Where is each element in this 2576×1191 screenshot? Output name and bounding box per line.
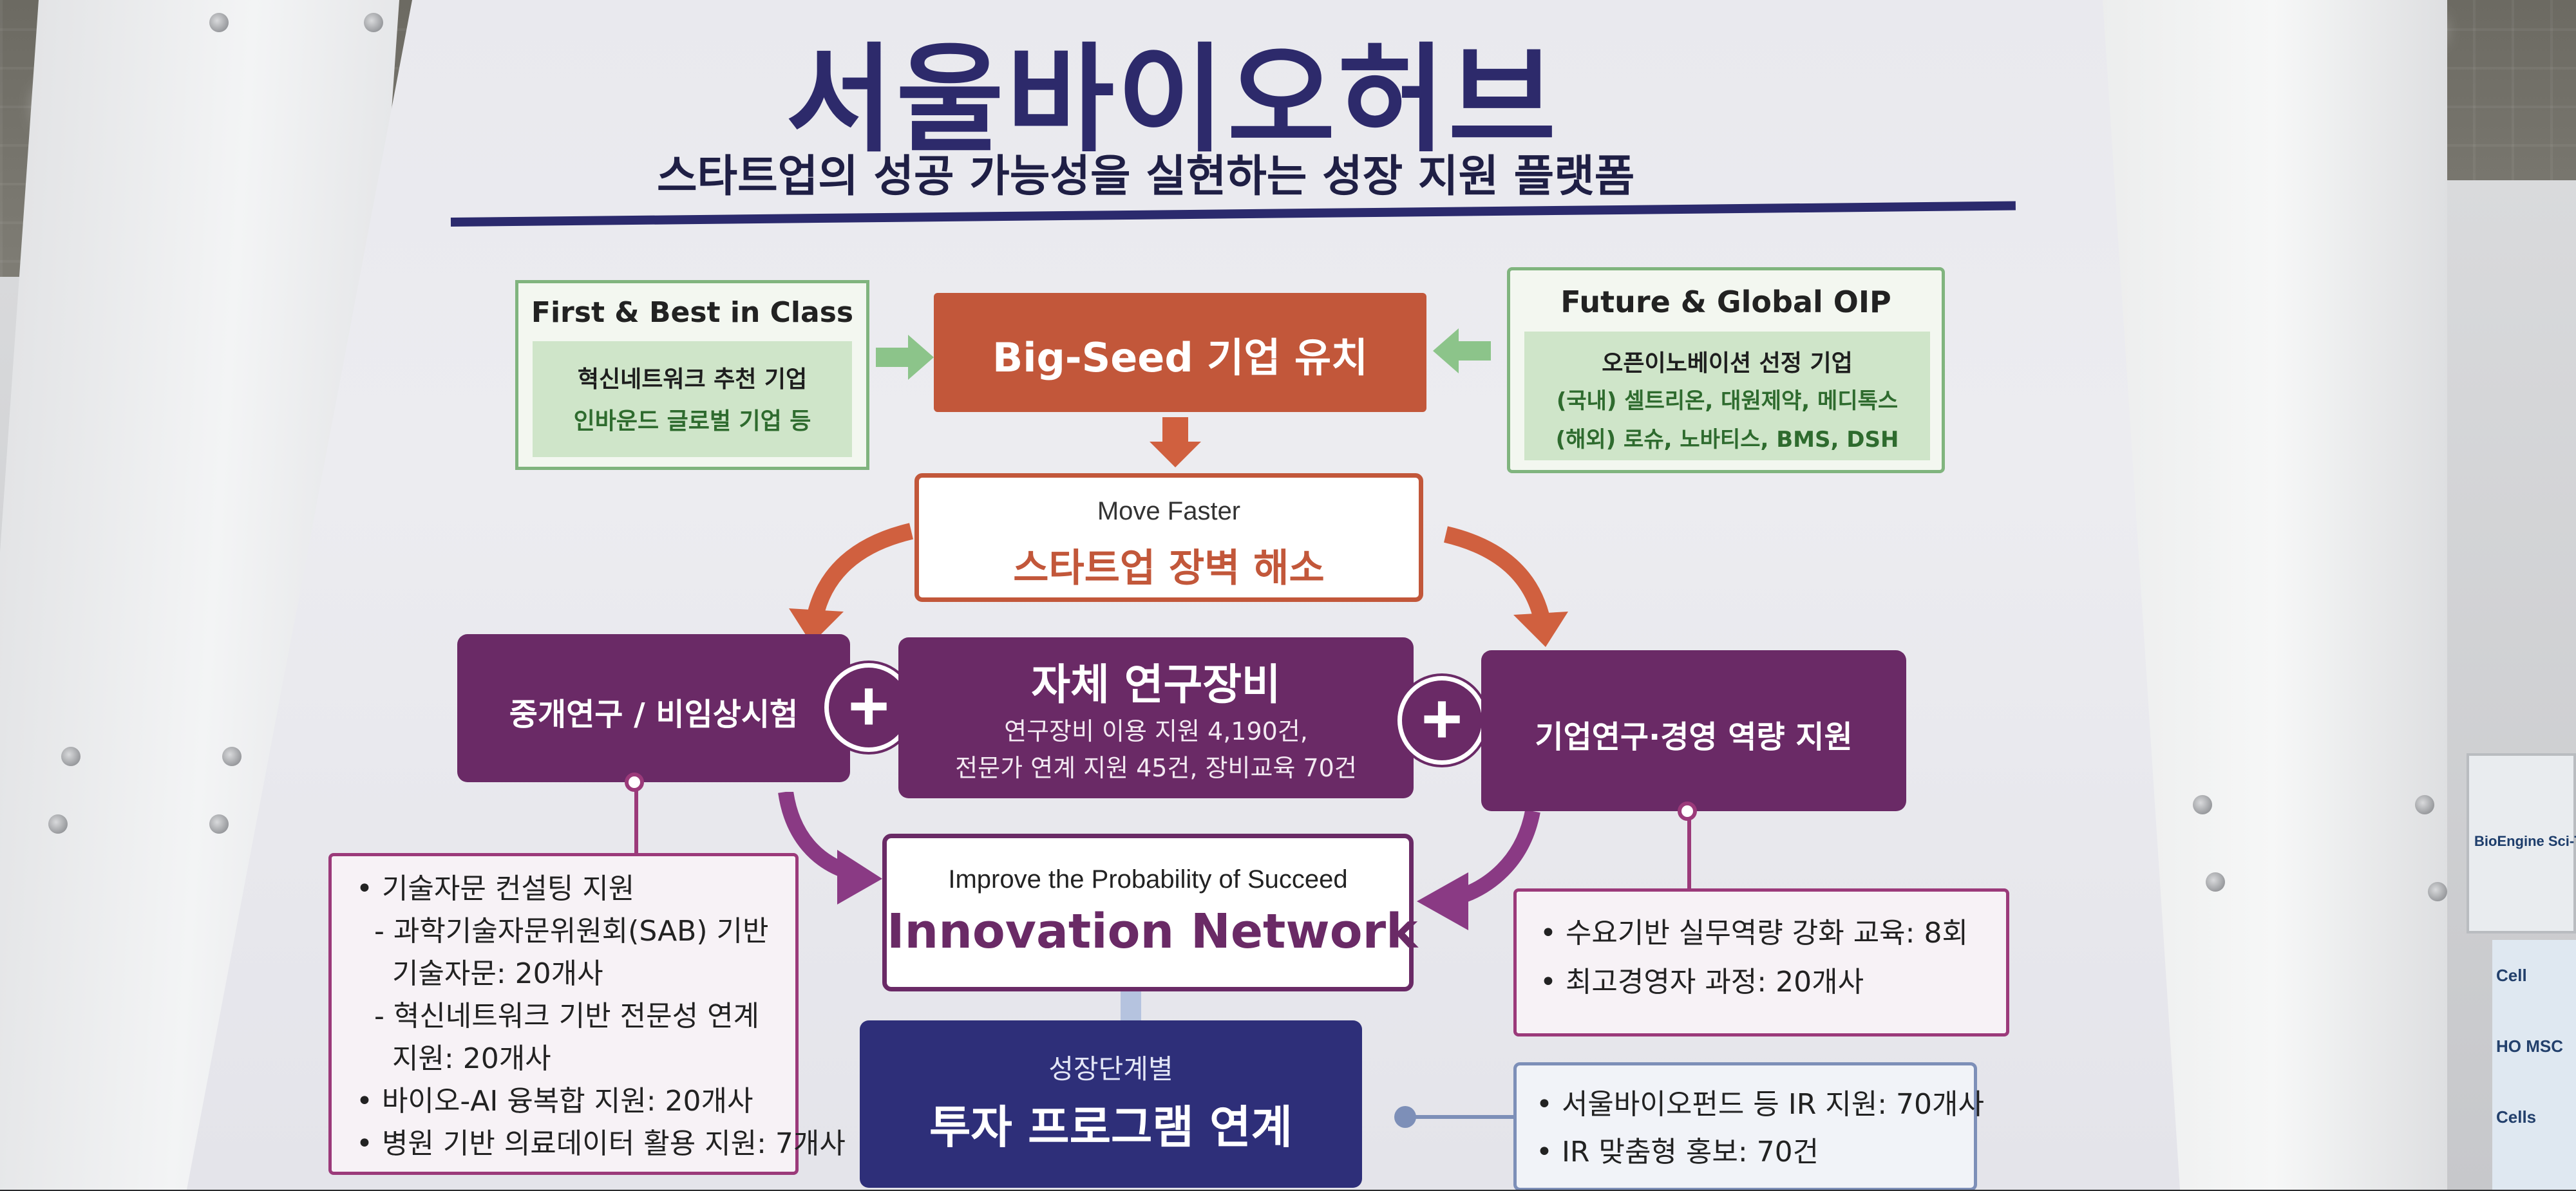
- research-label: 중개연구 / 비임상시험: [509, 697, 799, 733]
- bolt-icon: [2415, 795, 2434, 814]
- source-line: 오픈이노베이션 선정 기업: [1602, 350, 1853, 377]
- source-fill: 혁신네트워크 추천 기업 인바운드 글로벌 기업 등: [533, 341, 852, 457]
- innovation-title: Innovation Network: [887, 904, 1418, 959]
- poster-text: Cells: [2496, 1107, 2537, 1127]
- investment-detail: • 서울바이오펀드 등 IR 지원: 70개사: [1536, 1088, 1985, 1121]
- business-details-box: • 수요기반 실무역량 강화 교육: 8회 • 최고경영자 과정: 20개사: [1513, 888, 2009, 1036]
- plus-icon: +: [1397, 676, 1486, 765]
- poster-text: HO MSC: [2496, 1036, 2563, 1056]
- move-faster-box: Move Faster 스타트업 장벽 해소: [914, 473, 1423, 602]
- bolt-icon: [209, 13, 229, 32]
- poster-text: Cell: [2496, 966, 2527, 985]
- bolt-icon: [222, 747, 242, 766]
- research-detail: • 기술자문 컨설팅 지원: [356, 872, 635, 905]
- investment-title: 투자 프로그램 연계: [929, 1101, 1293, 1154]
- research-detail: • 바이오-AI 융복합 지원: 20개사: [356, 1085, 753, 1118]
- bigseed-box: Big-Seed 기업 유치: [934, 293, 1426, 412]
- curved-arrow-purple-icon: [1417, 811, 1540, 930]
- source-line: (국내) 셀트리온, 대원제약, 메디톡스: [1556, 388, 1899, 414]
- research-detail: - 과학기술자문위원회(SAB) 기반: [356, 915, 769, 948]
- curved-arrow-right-icon: [1443, 526, 1568, 647]
- source-heading: Future & Global OIP: [1560, 285, 1891, 319]
- arrow-left-icon: [1433, 328, 1491, 373]
- connector-dot: [1678, 802, 1697, 821]
- research-detail: • 병원 기반 의료데이터 활용 지원: 7개사: [356, 1127, 846, 1160]
- source-heading: First & Best in Class: [531, 296, 854, 329]
- source-box-future-global: Future & Global OIP 오픈이노베이션 선정 기업 (국내) 셀…: [1507, 267, 1945, 473]
- bolt-icon: [61, 747, 80, 766]
- connector-dot: [625, 773, 644, 792]
- connector-line: [1687, 811, 1691, 888]
- investment-top: 성장단계별: [1048, 1053, 1173, 1085]
- equipment-box: 자체 연구장비 연구장비 이용 지원 4,190건, 전문가 연계 지원 45건…: [898, 637, 1414, 798]
- connector-dot: [1394, 1106, 1416, 1128]
- research-details-box: • 기술자문 컨설팅 지원 - 과학기술자문위원회(SAB) 기반 기술자문: …: [328, 853, 846, 1175]
- title-divider: [450, 201, 2016, 227]
- equipment-title: 자체 연구장비: [1031, 660, 1281, 709]
- booth-poster-right: Cell HO MSC Cells: [2492, 940, 2576, 1190]
- connector-line: [634, 782, 638, 859]
- source-line: (해외) 로슈, 노바티스, BMS, DSH: [1555, 427, 1899, 453]
- business-detail: • 최고경영자 과정: 20개사: [1540, 966, 1864, 999]
- investment-box: 성장단계별 투자 프로그램 연계: [860, 1020, 1362, 1188]
- source-line: 인바운드 글로벌 기업 등: [573, 408, 811, 435]
- equipment-line: 전문가 연계 지원 45건, 장비교육 70건: [955, 754, 1357, 782]
- research-detail: 지원: 20개사: [356, 1042, 551, 1075]
- arrow-right-icon: [876, 335, 934, 380]
- research-detail: - 혁신네트워크 기반 전문성 연계: [356, 1000, 760, 1033]
- source-fill: 오픈이노베이션 선정 기업 (국내) 셀트리온, 대원제약, 메디톡스 (해외)…: [1524, 332, 1930, 460]
- page-title: 서울바이오허브: [786, 32, 1559, 168]
- innovation-box: Improve the Probability of Succeed Innov…: [882, 834, 1418, 991]
- bolt-icon: [2193, 795, 2212, 814]
- innovation-en: Improve the Probability of Succeed: [948, 865, 1348, 894]
- business-box: 기업연구·경영 역량 지원: [1481, 650, 1906, 811]
- equipment-line: 연구장비 이용 지원 4,190건,: [1004, 717, 1308, 746]
- business-label: 기업연구·경영 역량 지원: [1535, 719, 1853, 755]
- bolt-icon: [2206, 872, 2225, 892]
- curved-arrow-left-icon: [789, 523, 914, 644]
- business-detail: • 수요기반 실무역량 강화 교육: 8회: [1540, 917, 1968, 950]
- bolt-icon: [364, 13, 383, 32]
- investment-details-box: • 서울바이오펀드 등 IR 지원: 70개사 • IR 맞춤형 홍보: 70건: [1513, 1062, 1984, 1190]
- research-box: 중개연구 / 비임상시험: [457, 634, 850, 782]
- move-faster-ko: 스타트업 장벽 해소: [1013, 546, 1325, 591]
- arrow-down-icon: [1150, 417, 1201, 467]
- research-detail: 기술자문: 20개사: [356, 957, 603, 990]
- booth-sign-text: BioEngine Sci-Tec: [2474, 833, 2576, 849]
- booth-sign-right: BioEngine Sci-Tec: [2467, 753, 2576, 933]
- bolt-icon: [209, 814, 229, 834]
- page-subtitle: 스타트업의 성공 가능성을 실현하는 성장 지원 플랫폼: [657, 151, 1635, 202]
- bolt-icon: [2428, 882, 2447, 901]
- connector-line: [1404, 1115, 1520, 1119]
- bigseed-label: Big-Seed 기업 유치: [992, 334, 1368, 381]
- source-line: 혁신네트워크 추천 기업: [577, 366, 808, 393]
- curved-arrow-purple-icon: [778, 792, 882, 905]
- move-faster-en: Move Faster: [1097, 497, 1241, 525]
- bolt-icon: [48, 814, 68, 834]
- source-box-first-best: First & Best in Class 혁신네트워크 추천 기업 인바운드 …: [515, 280, 869, 470]
- investment-detail: • IR 맞춤형 홍보: 70건: [1536, 1136, 1819, 1168]
